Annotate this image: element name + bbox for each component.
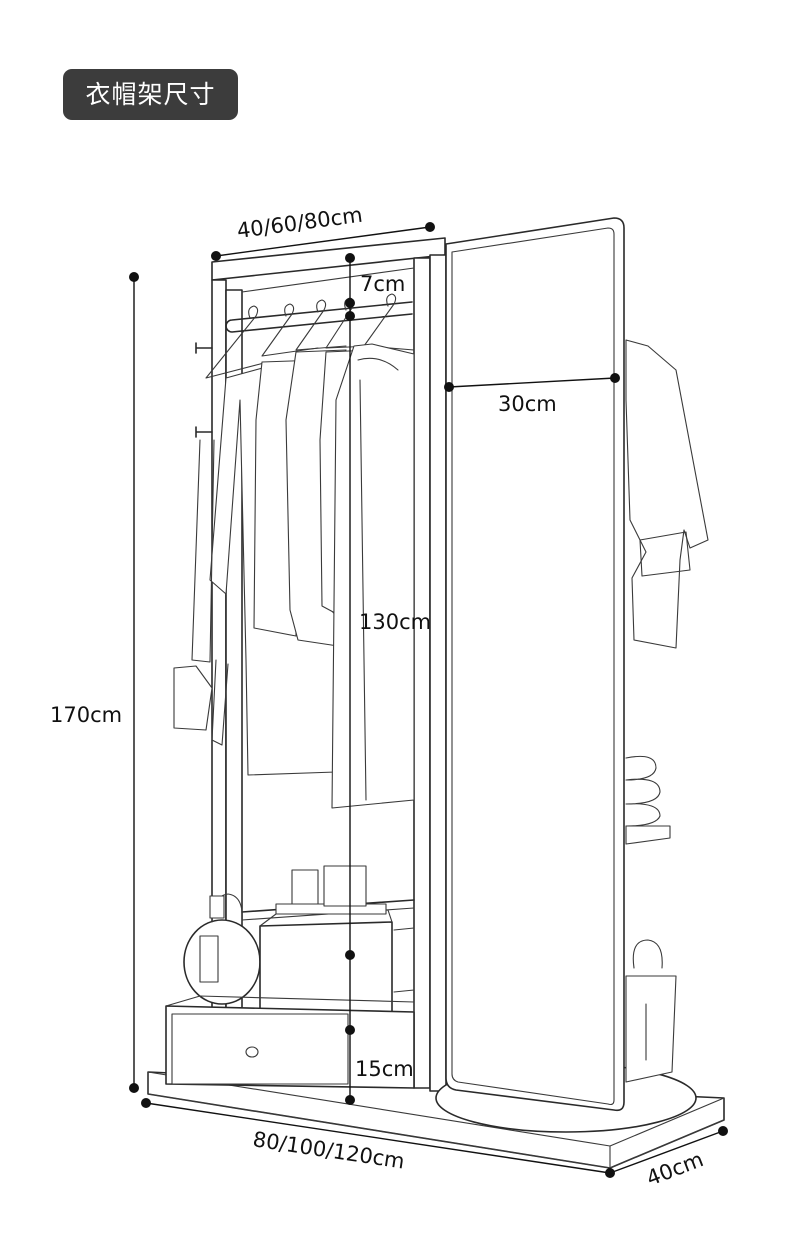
dim-point (345, 253, 355, 263)
label-base-depth: 40cm (643, 1147, 706, 1190)
label-total-height: 170cm (50, 703, 122, 727)
dimension-lines (129, 222, 728, 1178)
dim-point (211, 251, 221, 261)
label-hanging-height: 130cm (359, 610, 431, 634)
label-base-length: 80/100/120cm (251, 1127, 406, 1173)
garments (173, 343, 415, 809)
dim-point (444, 382, 454, 392)
dim-point (425, 222, 435, 232)
title-badge: 衣帽架尺寸 (63, 69, 238, 120)
dim-point (345, 1095, 355, 1105)
dim-point (141, 1098, 151, 1108)
dim-point (345, 950, 355, 960)
dim-point (610, 373, 620, 383)
dim-point (718, 1126, 728, 1136)
dim-point (129, 272, 139, 282)
page-title: 衣帽架尺寸 (85, 80, 216, 109)
label-base-height: 15cm (355, 1057, 414, 1081)
label-mirror-width: 30cm (498, 392, 557, 416)
base-items (183, 865, 415, 1021)
dim-point (345, 1025, 355, 1035)
label-top-gap: 7cm (360, 272, 405, 296)
label-top-width: 40/60/80cm (236, 203, 364, 243)
rear-items (625, 339, 709, 1083)
dim-point (129, 1083, 139, 1093)
dim-point (345, 311, 355, 321)
dim-point (345, 298, 355, 308)
